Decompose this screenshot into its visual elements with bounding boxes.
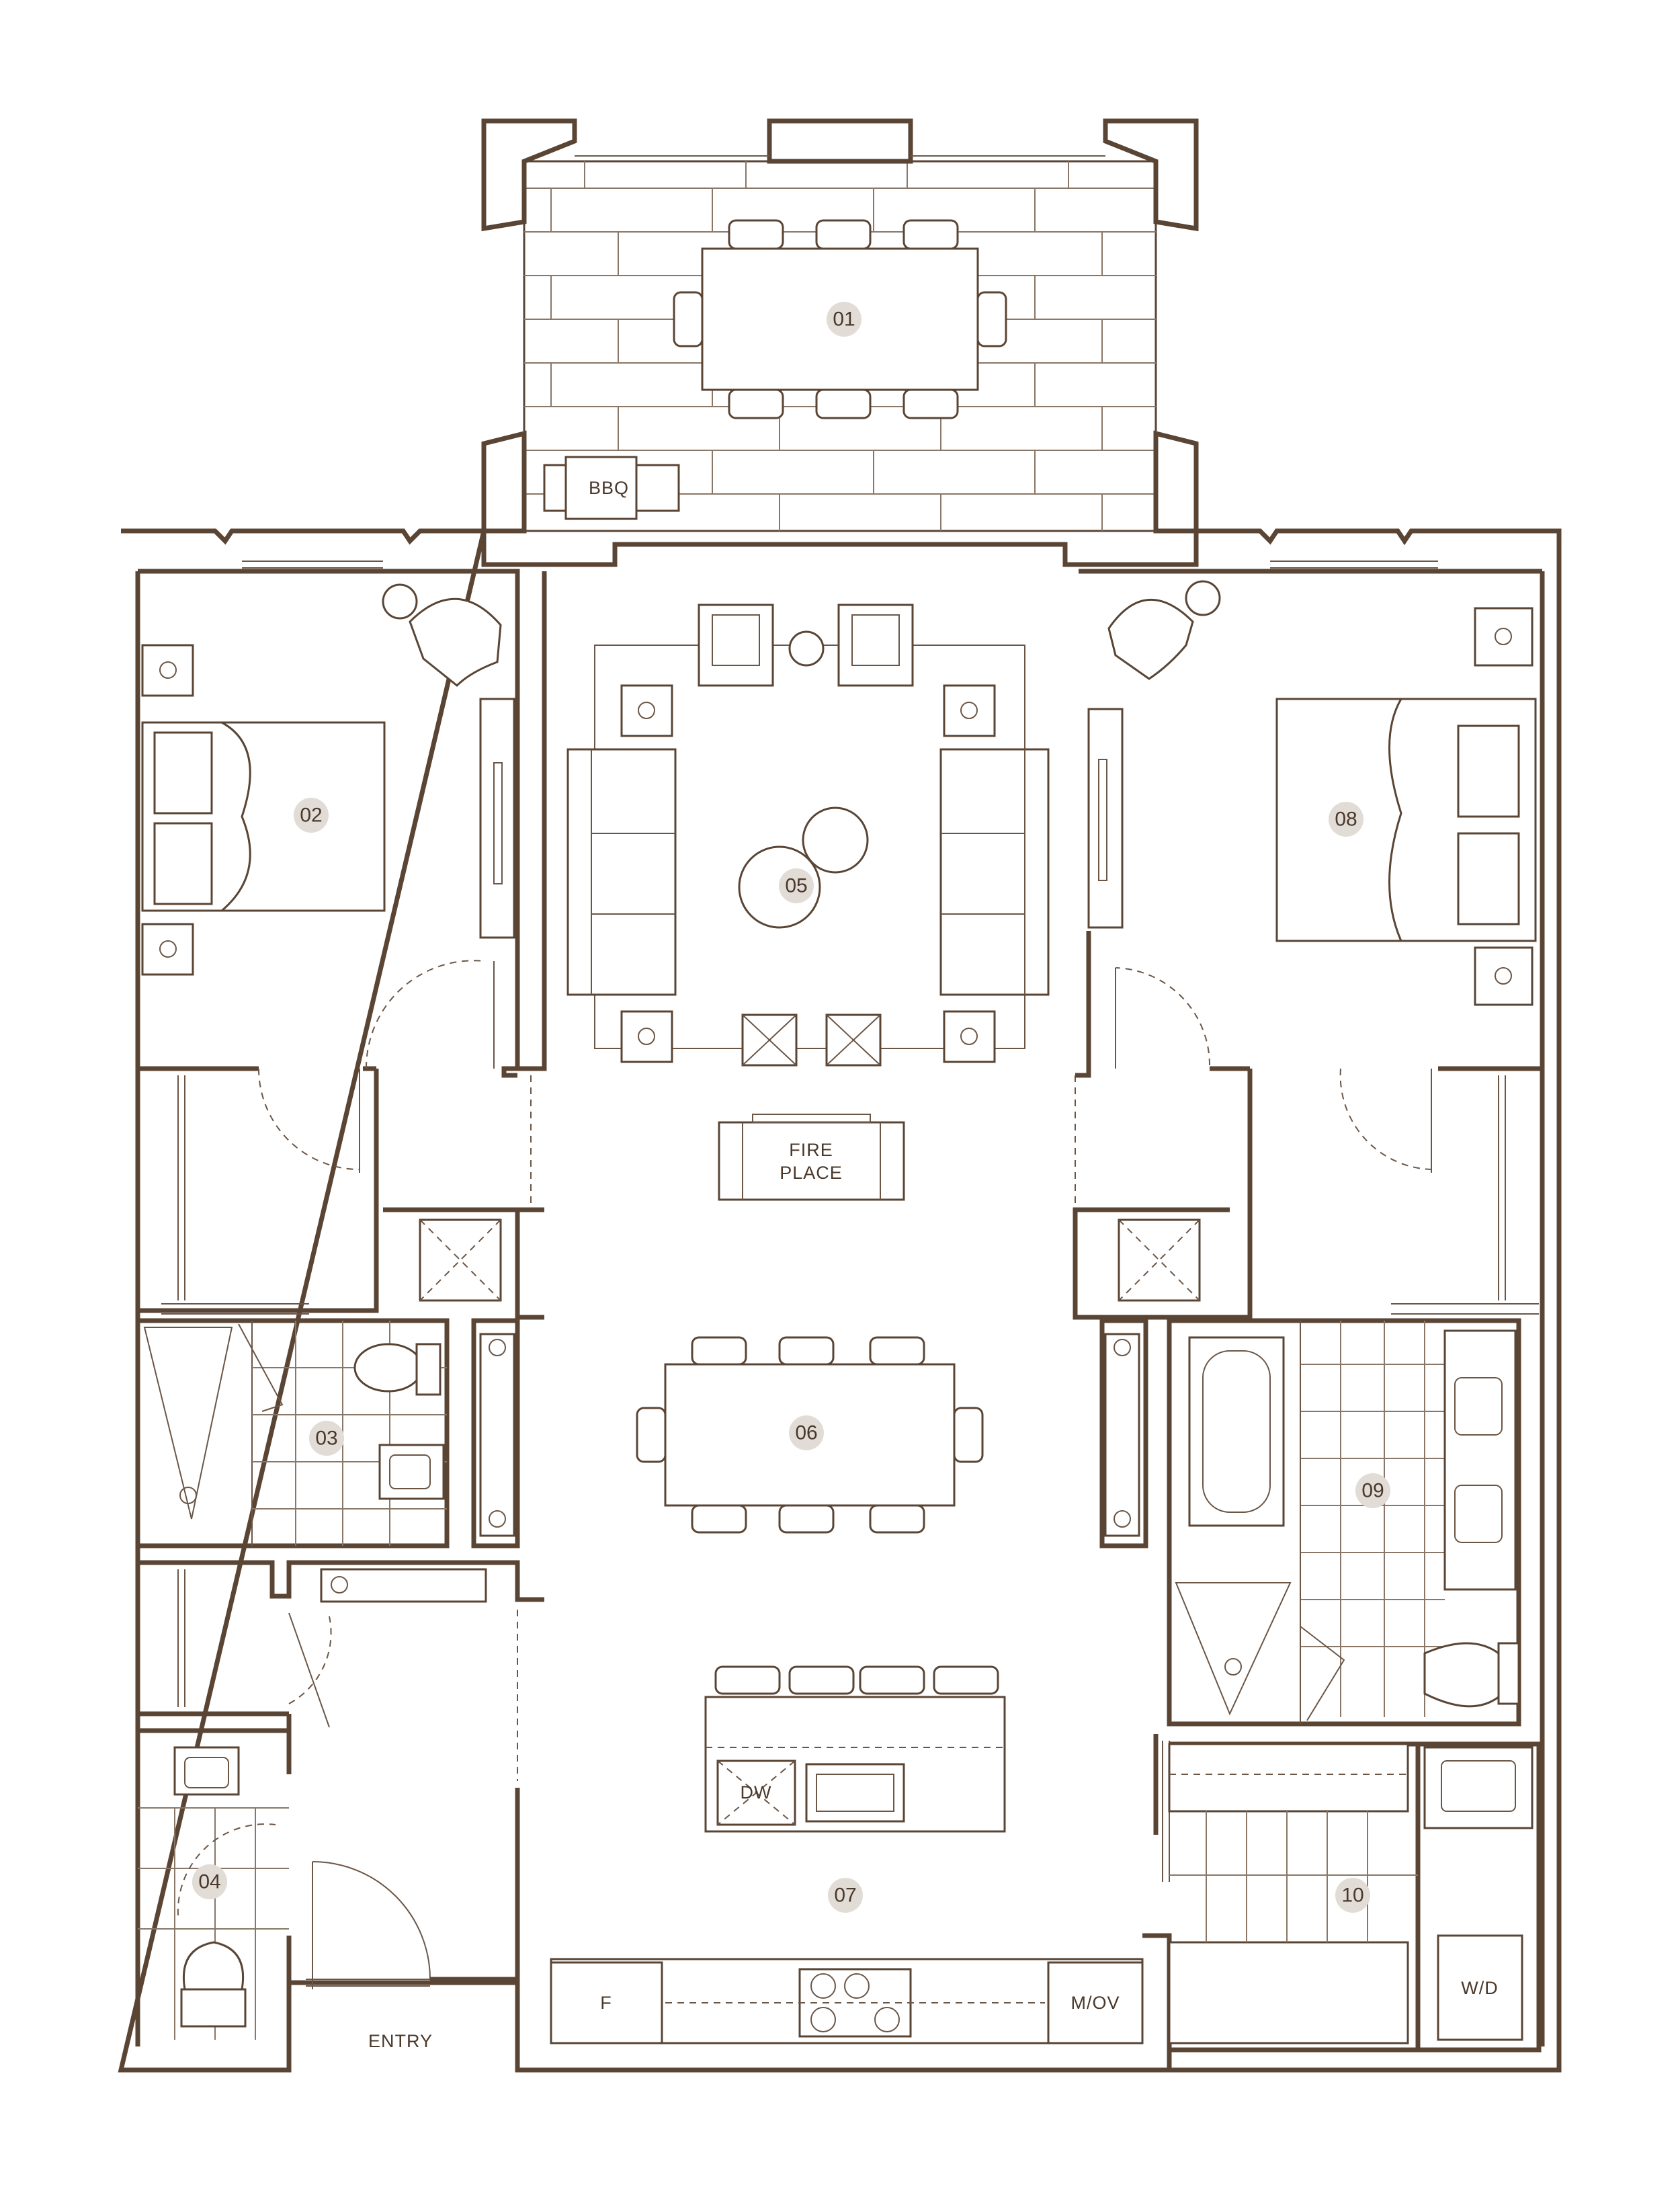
powder-and-entry: ENTRY: [138, 1560, 544, 2051]
svg-text:04: 04: [198, 1871, 220, 1893]
living-room: FIRE PLACE: [530, 604, 1076, 1206]
dining-room: [471, 1318, 1148, 1548]
fridge-label: F: [600, 1993, 612, 2013]
room-badge-08: 08: [1329, 802, 1363, 837]
kitchen: DW F M/OV: [550, 1665, 1172, 2070]
room-badge-07: 07: [828, 1878, 863, 1913]
room-badges: 01 02 03 04 05 06 07 08 09 10: [192, 302, 1390, 1913]
room-badge-02: 02: [294, 798, 329, 833]
room-badge-03: 03: [309, 1421, 344, 1456]
room-badge-09: 09: [1355, 1473, 1390, 1508]
ensuite-bathroom: [1167, 1318, 1521, 1727]
washer-dryer-label: W/D: [1461, 1978, 1498, 1998]
bathroom-03: [138, 1318, 450, 1548]
svg-text:06: 06: [795, 1422, 817, 1444]
svg-text:05: 05: [785, 875, 807, 897]
bedroom-right: [1073, 561, 1542, 1320]
room-badge-01: 01: [827, 302, 862, 337]
svg-text:09: 09: [1361, 1480, 1384, 1502]
fireplace-label-line2: PLACE: [780, 1163, 843, 1183]
room-badge-05: 05: [779, 868, 814, 903]
svg-text:02: 02: [300, 804, 322, 827]
svg-text:08: 08: [1335, 809, 1357, 831]
svg-text:01: 01: [833, 308, 855, 331]
room-badge-04: 04: [192, 1864, 227, 1899]
entry-label: ENTRY: [368, 2031, 433, 2051]
laundry-room: W/D: [1168, 1741, 1542, 2053]
svg-text:03: 03: [315, 1427, 337, 1450]
bedroom-left: [138, 561, 544, 1320]
bbq-label: BBQ: [589, 478, 629, 498]
room-badge-10: 10: [1335, 1878, 1370, 1913]
room-badge-06: 06: [789, 1415, 824, 1450]
microwave-oven-label: M/OV: [1070, 1993, 1120, 2013]
dishwasher-label: DW: [741, 1782, 772, 1803]
fireplace-label-line1: FIRE: [789, 1140, 833, 1160]
svg-text:10: 10: [1341, 1885, 1363, 1907]
svg-text:07: 07: [834, 1885, 856, 1907]
